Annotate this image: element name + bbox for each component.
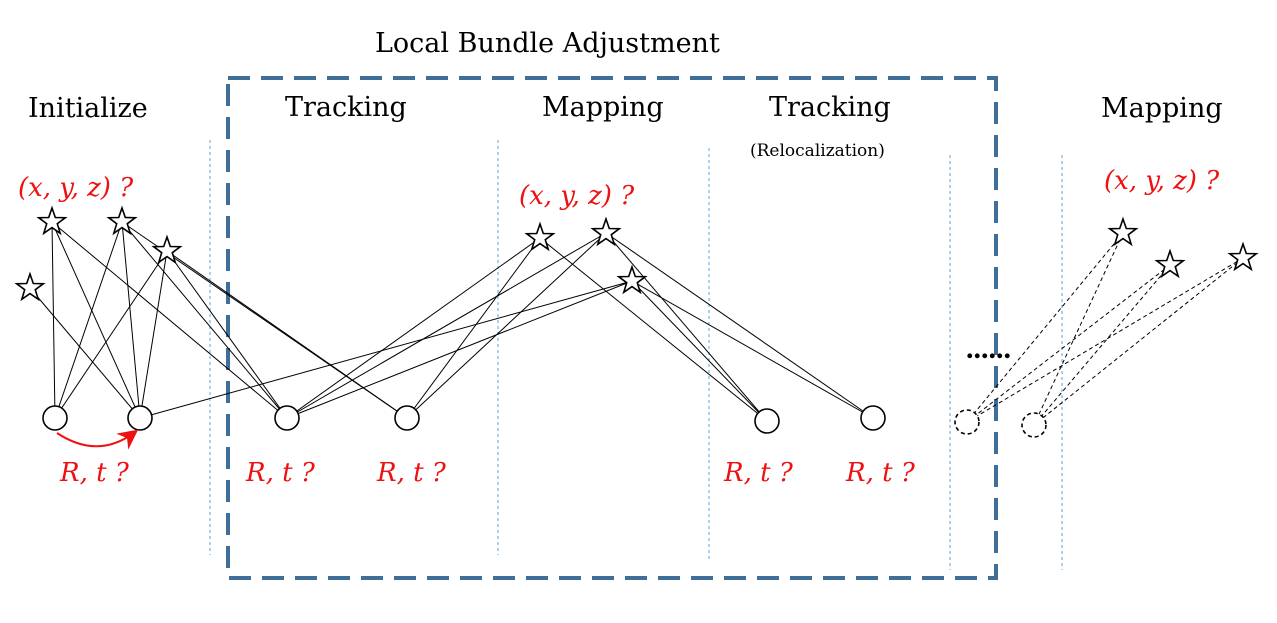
- camera-pose-circle: [754, 408, 780, 434]
- camera-poses: [42, 405, 1047, 438]
- phase-tracking-label: Tracking: [285, 92, 407, 123]
- camera-pose-circle: [394, 405, 420, 431]
- camera-pose-dashed-circle: [954, 409, 980, 435]
- star-icon: [616, 264, 648, 295]
- star-icon: [36, 205, 68, 236]
- point-query-label: (x, y, z) ?: [1104, 166, 1220, 196]
- camera-pose-dashed-circle: [1021, 412, 1047, 438]
- relative-pose-arrow: [56, 429, 139, 450]
- star-icon: [590, 216, 622, 247]
- camera-pose-circle: [42, 405, 68, 431]
- phase-tracking-relocalization-label: Tracking: [769, 92, 891, 123]
- phase-mapping-label: Mapping: [542, 92, 664, 123]
- camera-pose-circle: [274, 405, 300, 431]
- star-icon: [1227, 241, 1259, 272]
- dashed-edges: [966, 232, 1244, 426]
- camera-pose-circle: [860, 405, 886, 431]
- pose-query-label: R, t ?: [245, 458, 316, 488]
- observation-edges: [29, 221, 874, 422]
- phase-mapping-label: Mapping: [1101, 93, 1223, 124]
- local-bundle-adjustment-box: [226, 76, 998, 580]
- phase-initialize-label: Initialize: [28, 93, 148, 124]
- pose-query-label: R, t ?: [376, 458, 447, 488]
- star-icon: [151, 234, 183, 265]
- pose-query-label: R, t ?: [845, 458, 916, 488]
- diagram-title: Local Bundle Adjustment: [375, 28, 720, 59]
- star-icon: [1154, 248, 1186, 279]
- star-icon: [14, 271, 46, 302]
- star-icon: [1107, 216, 1139, 247]
- phase-relocalization-sublabel: (Relocalization): [750, 141, 885, 161]
- camera-pose-circle: [127, 405, 153, 431]
- map-points: [14, 205, 1259, 302]
- pose-query-label: R, t ?: [723, 458, 794, 488]
- ellipsis-dots: ......: [966, 332, 1011, 365]
- point-query-label: (x, y, z) ?: [18, 173, 134, 203]
- pose-query-label: R, t ?: [59, 458, 130, 488]
- star-icon: [524, 221, 556, 252]
- point-query-label: (x, y, z) ?: [519, 181, 635, 211]
- star-icon: [106, 205, 138, 236]
